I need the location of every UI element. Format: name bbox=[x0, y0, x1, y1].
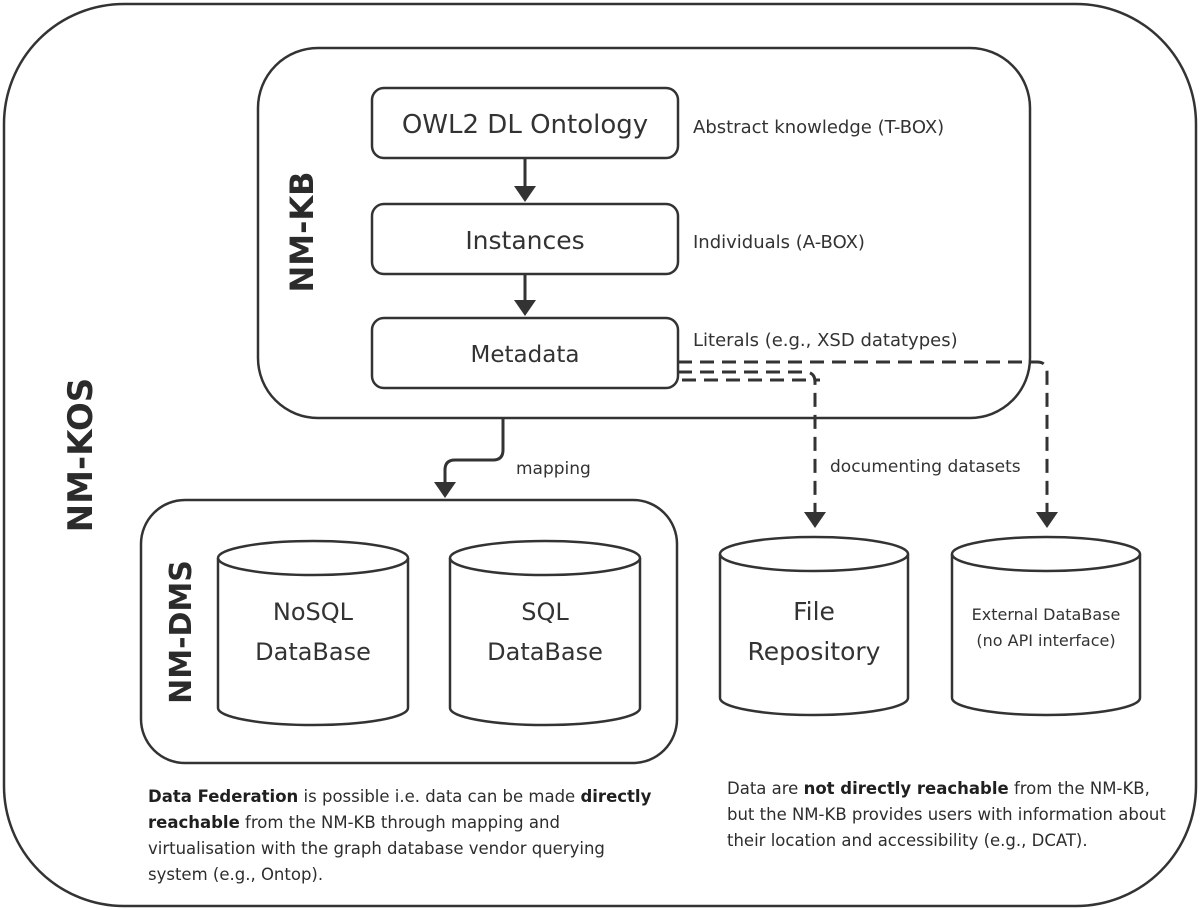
not-directly-reachable-term: not directly reachable bbox=[803, 779, 1009, 798]
arrowhead-ontology-to-instances bbox=[514, 186, 536, 202]
file-repository-arrowhead bbox=[804, 512, 826, 528]
mapping-connector bbox=[443, 418, 505, 484]
sql-database-label-line2: DataBase bbox=[487, 638, 603, 666]
metadata-box bbox=[370, 316, 680, 390]
mapping-arrowhead bbox=[434, 482, 456, 498]
file-repository-label-line2: Repository bbox=[748, 637, 881, 666]
dashed-connector-file-repository bbox=[678, 370, 817, 514]
mapping-label: mapping bbox=[516, 459, 591, 479]
not-reachable-text-1: Data are bbox=[727, 779, 804, 798]
directly-reachable-term: directly reachable bbox=[148, 787, 652, 832]
instances-label: Instances bbox=[465, 226, 584, 255]
external-database-label-line1: External DataBase bbox=[972, 605, 1121, 624]
file-repository-label-line1: File bbox=[793, 597, 835, 626]
data-federation-note: Data Federation is possible i.e. data ca… bbox=[148, 784, 668, 888]
arrowhead-instances-to-metadata bbox=[514, 300, 536, 316]
file-repository-cylinder bbox=[718, 535, 910, 717]
not-reachable-note: Data are not directly reachable from the… bbox=[727, 776, 1167, 854]
instances-description: Individuals (A-BOX) bbox=[693, 232, 865, 253]
external-database-arrowhead bbox=[1036, 512, 1058, 528]
metadata-label: Metadata bbox=[471, 342, 580, 368]
nosql-database-label-line2: DataBase bbox=[255, 638, 371, 666]
documenting-datasets-label: documenting datasets bbox=[830, 457, 1021, 477]
external-database-label-line2: (no API interface) bbox=[976, 631, 1115, 650]
external-database-cylinder bbox=[950, 535, 1142, 717]
metadata-description: Literals (e.g., XSD datatypes) bbox=[693, 330, 958, 351]
nm-kb-label: NM-KB bbox=[283, 171, 321, 292]
ontology-description: Abstract knowledge (T-BOX) bbox=[693, 117, 944, 138]
sql-database-cylinder bbox=[448, 539, 642, 727]
sql-database-label-line1: SQL bbox=[521, 598, 569, 626]
data-federation-term: Data Federation bbox=[148, 787, 299, 806]
nosql-database-label-line1: NoSQL bbox=[273, 598, 354, 626]
nm-kos-label: NM-KOS bbox=[61, 378, 101, 533]
nosql-database-cylinder bbox=[216, 539, 410, 727]
nm-dms-label: NM-DMS bbox=[164, 560, 199, 704]
ontology-label: OWL2 DL Ontology bbox=[402, 110, 648, 140]
data-federation-text-1: is possible i.e. data can be made bbox=[298, 787, 581, 806]
data-federation-text-2: from the NM-KB through mapping and virtu… bbox=[148, 813, 605, 884]
not-reachable-text-2: from the NM-KB, but the NM-KB provides u… bbox=[727, 779, 1166, 850]
